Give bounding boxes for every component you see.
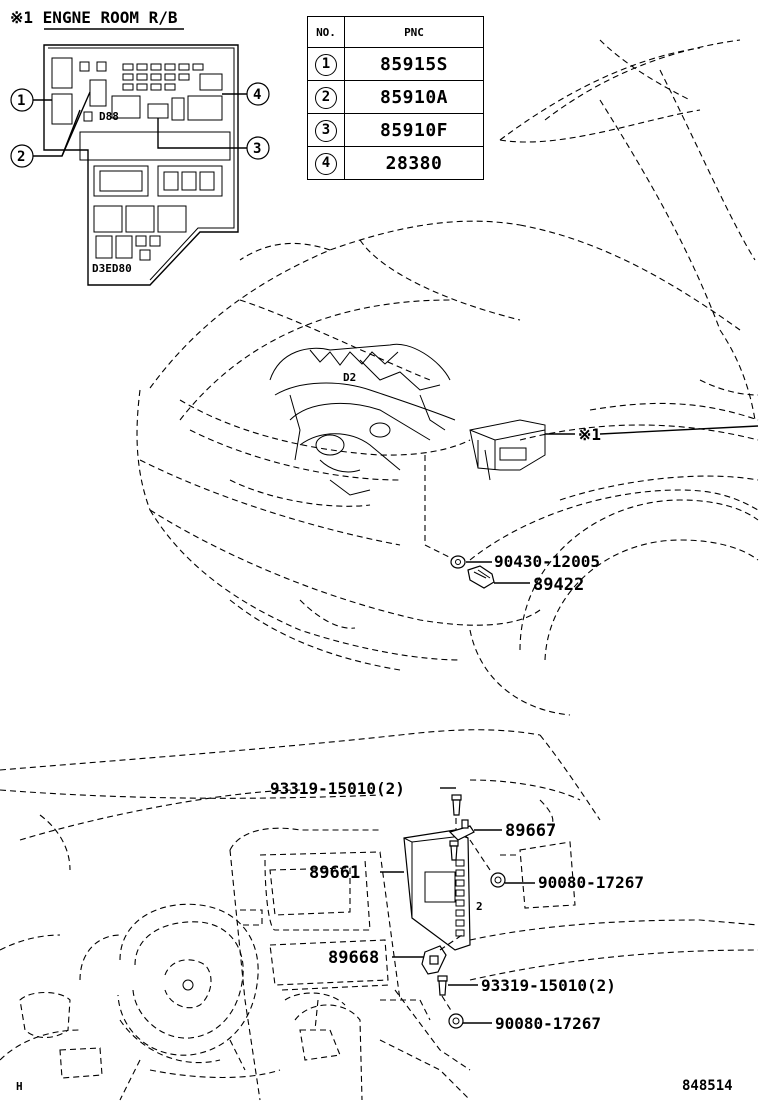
sensor-switch [467, 565, 495, 589]
ecu-module: 2 [403, 829, 483, 951]
table-row: 1 85915S [307, 47, 484, 81]
table-row: 3 85910F [307, 113, 484, 147]
switch-part: 89422 [533, 575, 584, 595]
callout-1: 1 [17, 93, 25, 109]
table-row: 4 28380 [307, 146, 484, 180]
relay-block-inset: ※1 ENGNE ROOM R/B D88 [10, 8, 239, 286]
footer-left-code: H [16, 1080, 23, 1093]
table-header-row: NO. PNC [307, 16, 484, 48]
inset-title: ※1 ENGNE ROOM R/B [10, 8, 178, 27]
bracket-top [448, 819, 475, 841]
bracket-bottom [421, 945, 447, 975]
row-pnc: 28380 [344, 146, 484, 180]
inset-tiny-label-1: D88 [99, 110, 119, 123]
dashboard-view: 2 89661 93319-15010(2) 89667 90080-17267 [0, 729, 759, 1101]
vehicle-front-view: D2 ※1 90430-12005 89422 [136, 39, 759, 716]
row-number: 4 [315, 152, 337, 175]
callouts: 1 2 3 4 [10, 82, 270, 168]
screw-bottom [437, 975, 448, 996]
row-pnc: 85910F [344, 113, 484, 147]
ecu-mark: 2 [476, 900, 483, 913]
callout-4: 4 [253, 87, 261, 103]
engine-mark: D2 [343, 371, 356, 384]
ecu-part: 89661 [309, 863, 360, 883]
screw-top-head [451, 794, 462, 816]
bracket-top-part: 89667 [505, 821, 556, 841]
row-number: 2 [315, 86, 337, 109]
header-no: NO. [307, 16, 345, 48]
footer-ref-code: 848514 [682, 1078, 733, 1094]
callout-2: 2 [17, 149, 25, 165]
nut-right-part: 90080-17267 [538, 873, 644, 892]
bracket-bottom-part: 89668 [328, 948, 379, 968]
row-pnc: 85915S [344, 47, 484, 81]
row-pnc: 85910A [344, 80, 484, 114]
screw-top-part: 93319-15010(2) [270, 779, 405, 798]
inset-tiny-label-2: D3ED80 [92, 262, 132, 275]
washer-part: 90430-12005 [494, 552, 600, 571]
ref-mark-1: ※1 [578, 425, 601, 444]
pnc-table: NO. PNC 1 85915S 2 85910A 3 85910F 4 283… [307, 16, 484, 180]
row-number: 1 [315, 53, 337, 76]
table-row: 2 85910A [307, 80, 484, 114]
screw-bottom-part: 93319-15010(2) [481, 976, 616, 995]
screw-top [449, 840, 459, 861]
row-number: 3 [315, 119, 337, 142]
header-pnc: PNC [344, 16, 484, 48]
nut-bottom-part: 90080-17267 [495, 1014, 601, 1033]
callout-3: 3 [253, 141, 261, 157]
